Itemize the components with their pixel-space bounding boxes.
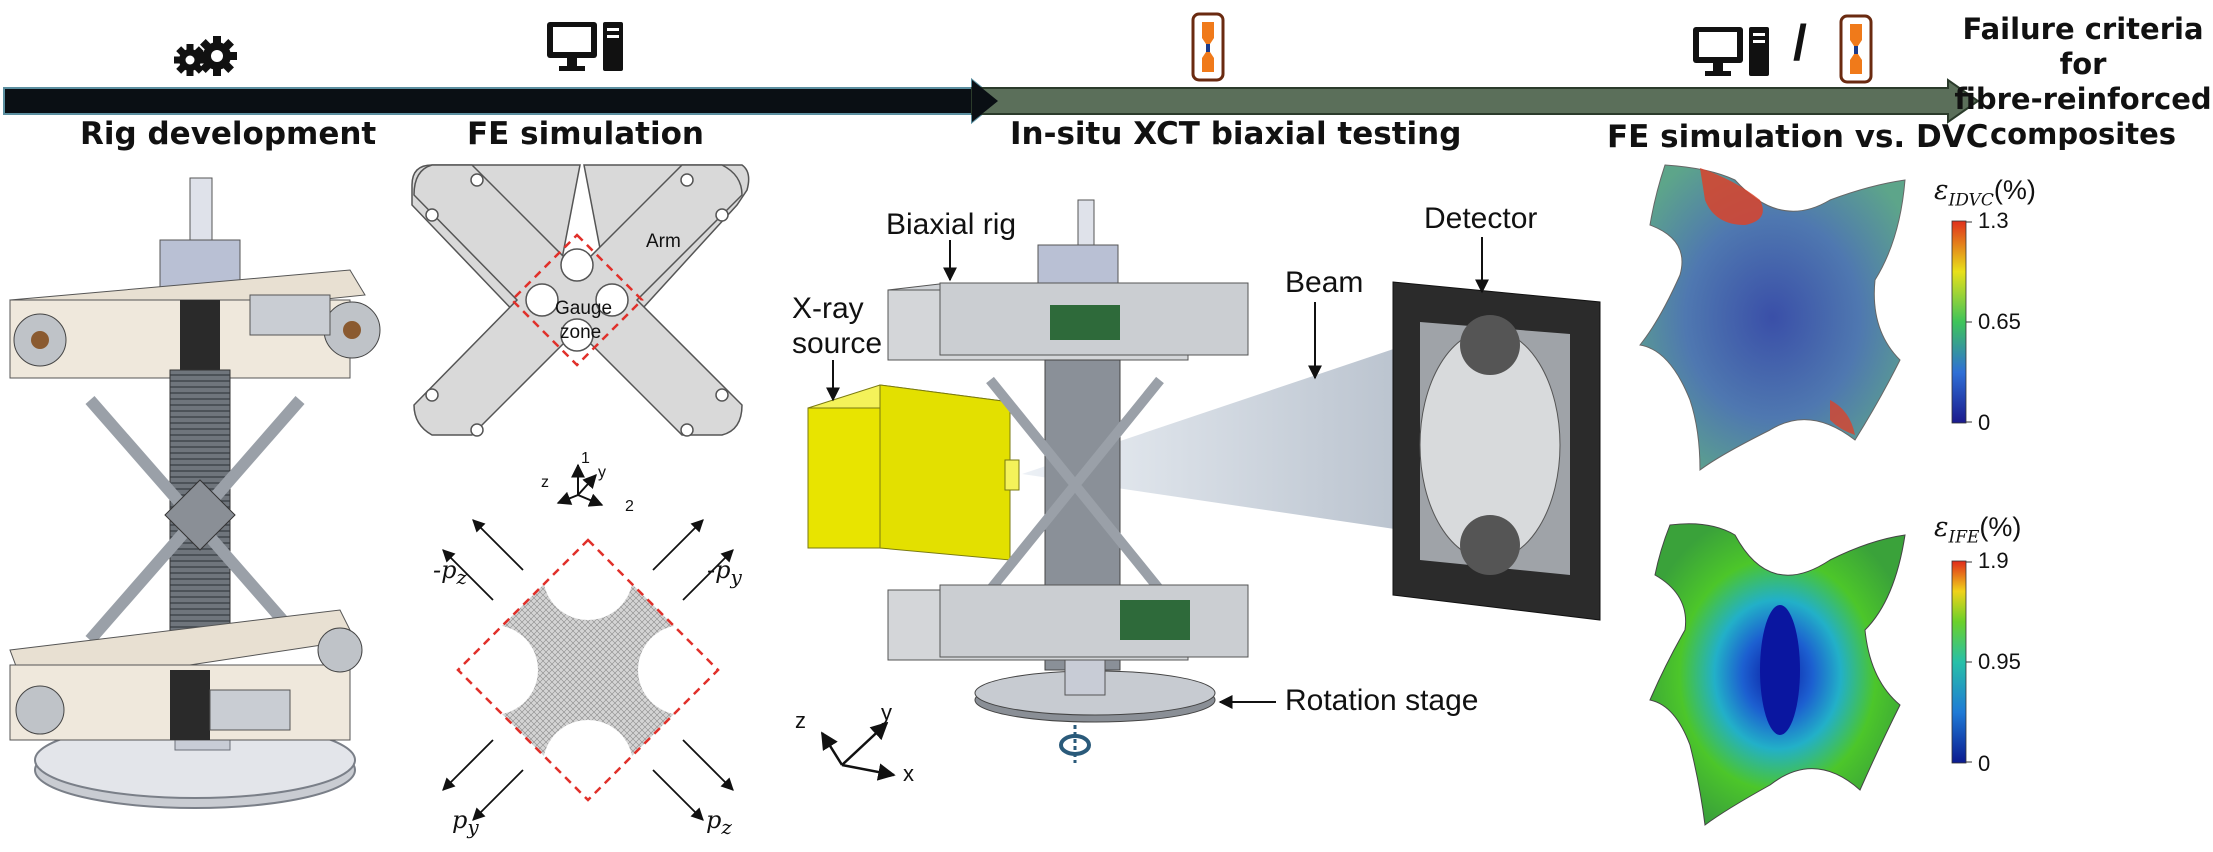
load-label-neg-pz: -pz (433, 556, 468, 589)
fe-strain-map (1649, 523, 1906, 826)
specimen-icon (1191, 12, 1225, 82)
stage-title-rig: Rig development (80, 116, 377, 152)
dvc-mid-tick: 0.65 (1978, 309, 2021, 334)
fe-min-tick: 0 (1978, 751, 1991, 776)
xray-source-box (807, 384, 1020, 561)
fe-axis-1: 1 (581, 450, 590, 467)
xray-label-2: source (792, 327, 883, 360)
stage-title-fe: FE simulation (467, 116, 704, 152)
xct-setup (807, 199, 1601, 781)
compare-separator: / (1793, 15, 1807, 71)
load-label-pz: pz (706, 806, 732, 839)
load-label-py: py (452, 806, 479, 839)
meshed-gauge-zone (442, 519, 734, 821)
specimen-icon (1839, 14, 1873, 84)
dvc-colorbar (1951, 220, 1967, 424)
outcome-line-3: fibre-reinforced (1954, 82, 2212, 116)
fe-mid-tick: 0.95 (1978, 649, 2021, 674)
specimen-body (413, 164, 743, 436)
arm-label: Arm (646, 231, 681, 252)
workflow-arrow (3, 77, 1980, 125)
detector-label: Detector (1424, 202, 1538, 235)
dvc-colorbar-title: εIDVC(%) (1934, 175, 2036, 211)
outcome-line-4: composites (1989, 117, 2176, 151)
setup-axis-y: y (881, 700, 892, 725)
fe-axis-z: z (541, 474, 549, 491)
dvc-strain-map (1639, 164, 1906, 471)
stage-title-xct: In-situ XCT biaxial testing (1010, 116, 1462, 152)
arrow-green-segment (971, 78, 1980, 124)
setup-axis-z: z (795, 708, 806, 733)
fe-colorbar (1951, 560, 1967, 764)
gauge-zone-outline (510, 233, 644, 367)
load-label-neg-py: -py (707, 556, 742, 589)
rig-illustration (9, 177, 381, 809)
setup-axes-icon (820, 721, 896, 781)
zone-label: zone (560, 322, 602, 343)
stage-title-compare: FE simulation vs. DVC (1607, 119, 1989, 155)
rotation-stage-label: Rotation stage (1285, 684, 1479, 717)
outcome-line-2: for (2059, 47, 2107, 81)
beam-label: Beam (1285, 266, 1364, 299)
computer-icon (1693, 27, 1769, 76)
biaxial-rig-label: Biaxial rig (886, 208, 1017, 241)
gauge-label: Gauge (555, 298, 613, 319)
xray-beam (1022, 335, 1435, 535)
dvc-max-tick: 1.3 (1978, 208, 2009, 233)
fe-max-tick: 1.9 (1978, 548, 2009, 573)
rotation-arrow-icon (1059, 725, 1091, 763)
computer-icon (547, 22, 623, 71)
gears-icon (174, 36, 237, 76)
dvc-min-tick: 0 (1978, 410, 1991, 435)
outcome-line-1: Failure criteria (1962, 12, 2204, 46)
cruciform-specimen (411, 164, 750, 437)
fe-colorbar-title: εIFE(%) (1934, 512, 2022, 548)
setup-axis-x: x (903, 761, 914, 786)
fe-axes-icon (556, 463, 604, 507)
xray-label-1: X-ray (792, 292, 864, 325)
outcome-title: Failure criteria for fibre-reinforced co… (1952, 12, 2213, 152)
fe-axis-2: 2 (625, 498, 634, 515)
fe-axis-y: y (598, 464, 606, 481)
